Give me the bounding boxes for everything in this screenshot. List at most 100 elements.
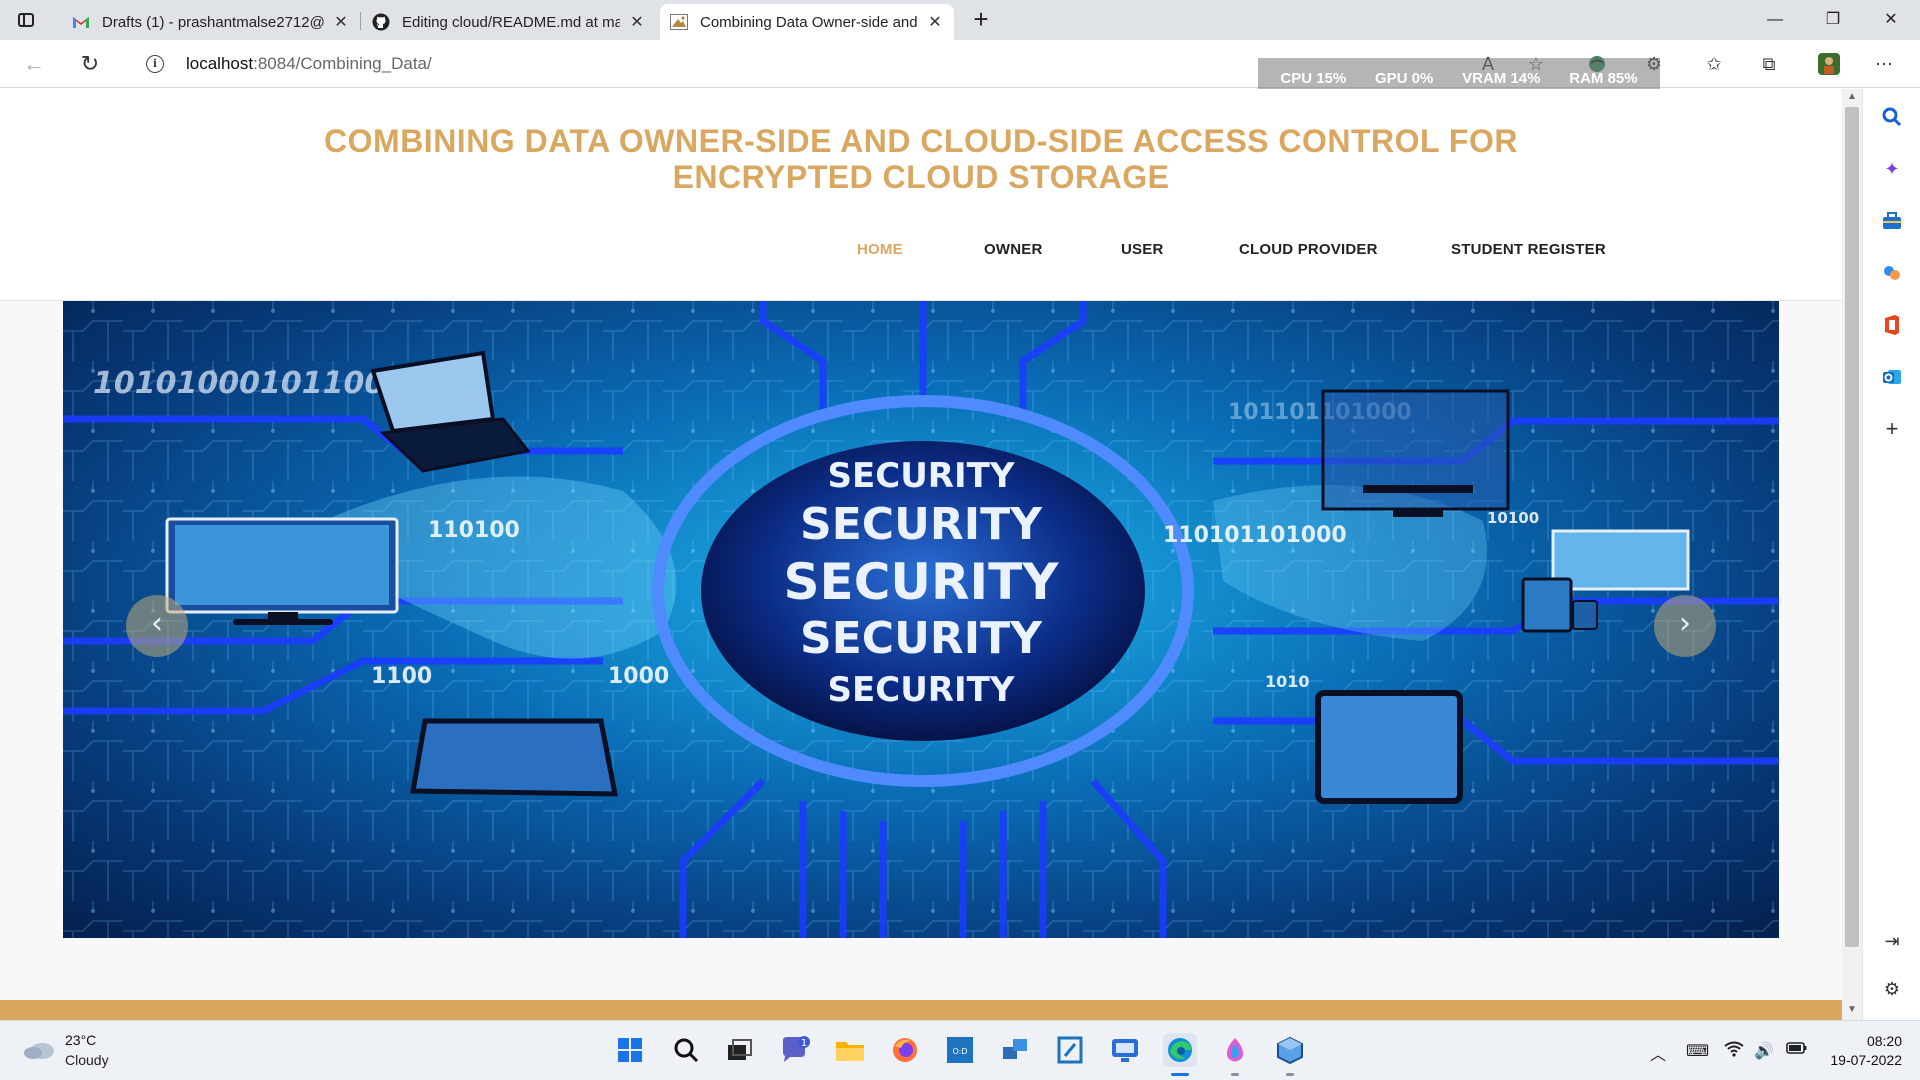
- tablet-icon: [1315, 690, 1463, 804]
- remote-app-icon[interactable]: [998, 1033, 1032, 1067]
- tab-actions-icon[interactable]: [14, 8, 38, 32]
- browser-tab-bar: Drafts (1) - prashantmalse2712@ ✕ Editin…: [0, 0, 1920, 40]
- chat-badge: 1: [801, 1038, 807, 1049]
- firefox-icon[interactable]: [888, 1033, 922, 1067]
- volume-icon[interactable]: 🔊: [1754, 1043, 1774, 1060]
- toolbox-icon[interactable]: [1880, 209, 1904, 233]
- tab-combining-data[interactable]: Combining Data Owner-side and ✕: [660, 4, 954, 40]
- site-title: COMBINING DATA OWNER-SIDE AND CLOUD-SIDE…: [324, 123, 1518, 195]
- nav-owner[interactable]: OWNER: [984, 241, 1043, 258]
- close-icon[interactable]: ✕: [630, 14, 644, 31]
- chevron-up-icon[interactable]: ︿: [1650, 1047, 1667, 1064]
- url-text[interactable]: localhost:8084/Combining_Data/: [186, 54, 432, 73]
- editor-app-icon[interactable]: [1053, 1033, 1087, 1067]
- chat-icon[interactable]: 1: [778, 1033, 812, 1067]
- file-explorer-icon[interactable]: [833, 1033, 867, 1067]
- edge-sidebar: ✦ + ⇥ ⚙: [1862, 89, 1920, 1020]
- tab-title: Combining Data Owner-side and: [700, 13, 918, 31]
- cpu-stat: CPU 15%: [1280, 69, 1347, 87]
- carousel-next-button[interactable]: ›: [1654, 595, 1716, 657]
- new-tab-button[interactable]: +: [973, 4, 989, 34]
- binary-text: 110101101000: [1163, 523, 1347, 548]
- close-icon[interactable]: ✕: [928, 14, 942, 31]
- refresh-button[interactable]: ↻: [80, 51, 100, 76]
- gear-icon[interactable]: ⚙: [1883, 978, 1901, 999]
- virtualbox-icon[interactable]: [1273, 1033, 1307, 1067]
- paint-app-icon[interactable]: [1218, 1033, 1252, 1067]
- maximize-button[interactable]: ❐: [1825, 11, 1841, 28]
- weather-description[interactable]: Cloudy: [65, 1052, 109, 1068]
- binary-text: 1000: [608, 664, 669, 689]
- devices-group-icon: [1521, 529, 1690, 633]
- security-word: SECURITY: [784, 553, 1060, 611]
- binary-text: 110100: [428, 518, 520, 543]
- desktop-icon: [1321, 389, 1510, 517]
- scroll-down-icon[interactable]: ▼: [1847, 1004, 1857, 1015]
- nav-cloud-provider[interactable]: CLOUD PROVIDER: [1239, 241, 1378, 258]
- carousel-prev-button[interactable]: ‹: [126, 595, 188, 657]
- close-window-button[interactable]: ✕: [1884, 11, 1898, 28]
- address-bar[interactable]: i localhost:8084/Combining_Data/: [124, 46, 1274, 82]
- footer-accent-bar: [0, 1000, 1842, 1020]
- favorites-icon[interactable]: ✩: [1706, 53, 1722, 74]
- collections-icon[interactable]: ⧉: [1762, 53, 1776, 74]
- search-icon[interactable]: [669, 1033, 703, 1067]
- tab-separator: [360, 12, 361, 30]
- ram-stat: RAM 85%: [1569, 69, 1638, 87]
- games-icon[interactable]: [1880, 261, 1904, 285]
- nav-student-register[interactable]: STUDENT REGISTER: [1451, 241, 1606, 258]
- binary-text: 10100: [1487, 509, 1539, 527]
- tab-github-editing[interactable]: Editing cloud/README.md at ma ✕: [362, 4, 656, 40]
- windows-start-icon[interactable]: [613, 1033, 647, 1067]
- monitor-icon: [165, 517, 399, 625]
- tablet-icon: [410, 718, 619, 797]
- outlook-icon[interactable]: [1880, 365, 1904, 389]
- windows-taskbar: 23°C Cloudy 1 O:D ︿ ⌨ 🔊: [0, 1020, 1920, 1080]
- active-app-indicator: [1171, 1073, 1189, 1076]
- info-icon[interactable]: i: [146, 55, 164, 73]
- keyboard-icon[interactable]: ⌨: [1686, 1043, 1710, 1060]
- running-app-indicator: [1286, 1073, 1294, 1076]
- scrollbar-thumb[interactable]: [1845, 107, 1859, 947]
- svg-text:O:D: O:D: [952, 1047, 967, 1056]
- sidebar-collapse-icon[interactable]: ⇥: [1884, 930, 1900, 951]
- security-word: SECURITY: [800, 499, 1043, 550]
- weather-temperature[interactable]: 23°C: [65, 1032, 97, 1048]
- edge-browser-icon[interactable]: [1163, 1033, 1197, 1067]
- security-illustration: SECURITY SECURITY SECURITY SECURITY SECU…: [63, 301, 1779, 938]
- running-app-indicator: [1231, 1073, 1239, 1076]
- github-icon: [372, 13, 390, 31]
- nav-home[interactable]: HOME: [857, 241, 903, 258]
- binary-text: 1100: [371, 664, 432, 689]
- gmail-icon: [72, 13, 90, 31]
- back-button[interactable]: ←: [23, 51, 45, 76]
- office-icon[interactable]: [1880, 313, 1904, 337]
- tab-title: Drafts (1) - prashantmalse2712@: [102, 13, 324, 31]
- minimize-button[interactable]: —: [1767, 11, 1783, 28]
- add-icon[interactable]: +: [1885, 416, 1899, 441]
- hero-carousel-image: SECURITY SECURITY SECURITY SECURITY SECU…: [63, 301, 1779, 938]
- wifi-icon[interactable]: [1724, 1041, 1744, 1062]
- page-scrollbar[interactable]: ▲ ▼: [1842, 89, 1862, 1020]
- gpu-stat: GPU 0%: [1375, 69, 1434, 87]
- tab-gmail-drafts[interactable]: Drafts (1) - prashantmalse2712@ ✕: [62, 4, 360, 40]
- remote-desktop-icon[interactable]: [1108, 1033, 1142, 1067]
- settings-more-icon[interactable]: ⋯: [1875, 53, 1893, 74]
- web-page: COMBINING DATA OWNER-SIDE AND CLOUD-SIDE…: [0, 89, 1842, 1020]
- system-clock[interactable]: 08:20 19-07-2022: [1822, 1032, 1902, 1070]
- binary-text: 1010: [1265, 672, 1310, 691]
- nav-user[interactable]: USER: [1121, 241, 1164, 258]
- search-icon[interactable]: [1880, 105, 1904, 129]
- site-favicon-icon: [670, 13, 688, 31]
- cloud-icon[interactable]: [22, 1037, 56, 1061]
- clock-date: 19-07-2022: [1830, 1052, 1902, 1068]
- app-icon[interactable]: O:D: [943, 1033, 977, 1067]
- sparkle-icon[interactable]: ✦: [1884, 158, 1900, 179]
- security-word: SECURITY: [828, 456, 1015, 496]
- battery-icon[interactable]: [1786, 1041, 1808, 1060]
- tab-title: Editing cloud/README.md at ma: [402, 13, 620, 31]
- scroll-up-icon[interactable]: ▲: [1847, 91, 1857, 102]
- task-view-icon[interactable]: [723, 1033, 757, 1067]
- close-icon[interactable]: ✕: [334, 14, 348, 31]
- profile-avatar-icon[interactable]: [1817, 52, 1841, 76]
